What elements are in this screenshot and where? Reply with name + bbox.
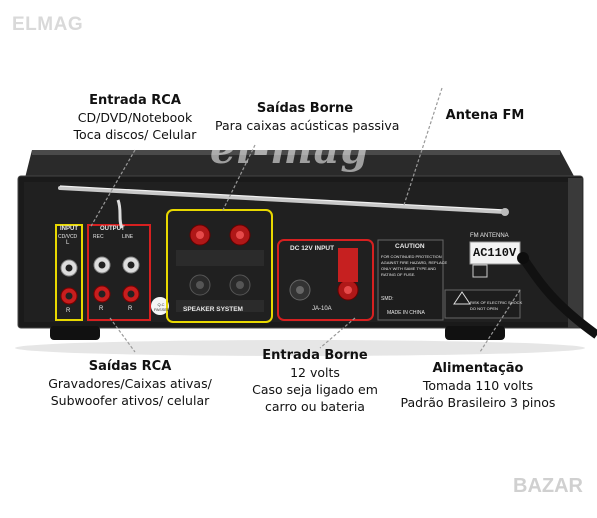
voltage-label: AC110V	[473, 246, 517, 260]
watermark-bazar: BAZAR	[513, 475, 583, 497]
made-in-label: MADE IN CHINA	[387, 310, 425, 316]
speaker-system-label: SPEAKER SYSTEM	[183, 306, 243, 313]
input-label: INPUT	[60, 226, 78, 232]
watermark-el-mag: el-mag	[210, 126, 370, 173]
fuse-label: JA-10A	[312, 306, 332, 312]
channel-r-label-line: R	[128, 306, 133, 312]
rec-label: REC	[93, 234, 104, 240]
label-fm-antenna: Antena FM	[445, 108, 525, 123]
watermark-elmag: ELMAG	[12, 14, 84, 35]
channel-r-label: R	[66, 308, 71, 314]
label-power: Alimentação Tomada 110 volts Padrão Bras…	[400, 361, 556, 410]
label-rca-output: Saídas RCA Gravadores/Caixas ativas/ Sub…	[48, 359, 212, 408]
output-label: OUTPUT	[100, 226, 125, 232]
label-borne-output: Saídas Borne Para caixas acústicas passi…	[215, 101, 400, 133]
label-borne-input: Entrada Borne 12 volts Caso seja ligado …	[252, 348, 378, 414]
dc-input-label: DC 12V INPUT	[290, 245, 335, 252]
input-sub-label: CD/VCD	[58, 234, 78, 240]
caution-label: CAUTION	[395, 243, 425, 250]
line-label: LINE	[122, 234, 134, 240]
qc-sticker: Q.C PASSED	[154, 302, 170, 312]
fm-antenna-label: FM ANTENNA	[470, 233, 509, 239]
smd-label: SMD:	[381, 296, 394, 302]
channel-l-label: L	[66, 240, 70, 246]
label-rca-input: Entrada RCA CD/DVD/Notebook Toca discos/…	[73, 93, 197, 142]
channel-r-label-rec: R	[99, 306, 104, 312]
